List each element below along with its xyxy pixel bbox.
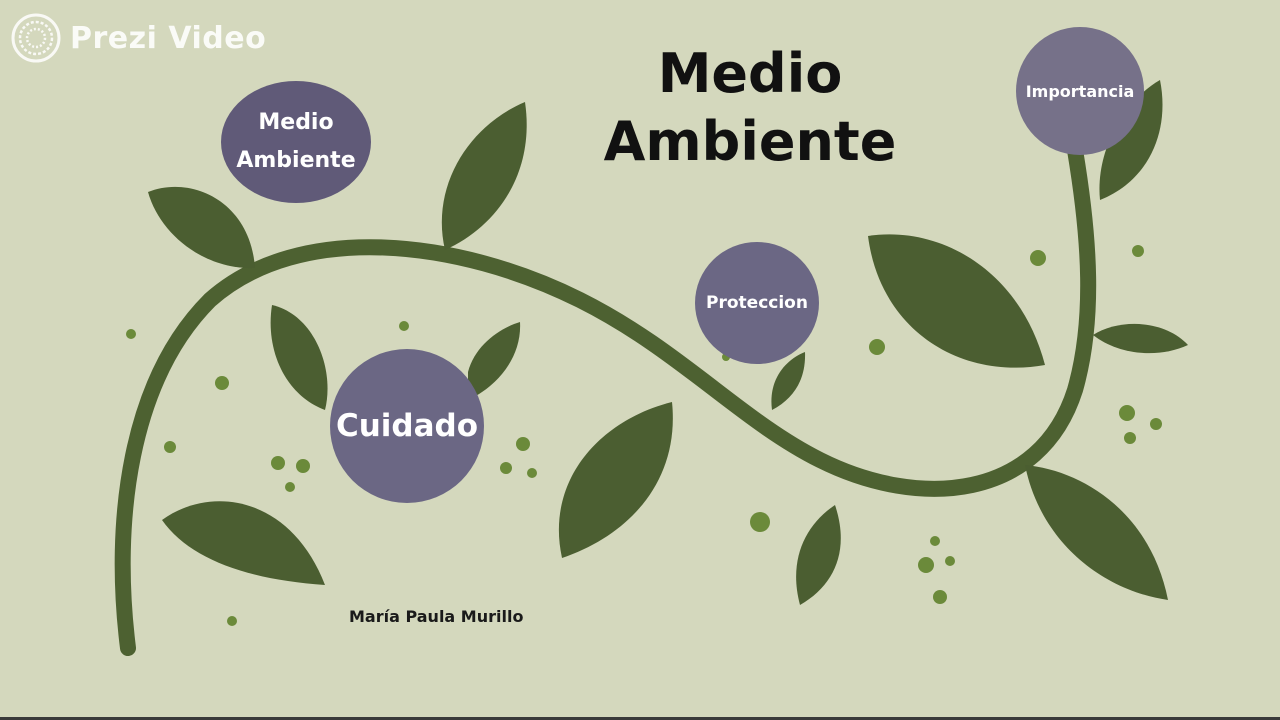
dot — [227, 616, 237, 626]
dot — [1132, 245, 1144, 257]
leaf — [148, 186, 255, 269]
leaf — [1025, 465, 1168, 600]
dot — [164, 441, 176, 453]
vine-stem — [114, 142, 1097, 656]
dot — [126, 329, 136, 339]
leaf — [771, 352, 806, 410]
topic-proteccion[interactable]: Proteccion — [695, 242, 819, 364]
topic-label-line-2: Ambiente — [236, 148, 356, 173]
prezi-spiral-icon — [11, 13, 61, 63]
dot — [933, 590, 947, 604]
dot — [215, 376, 229, 390]
bottom-border — [0, 717, 1280, 720]
leaf — [868, 234, 1045, 368]
topic-medio-ambiente[interactable]: Medio Ambiente — [221, 81, 371, 203]
leaf — [441, 102, 527, 250]
dot — [1124, 432, 1136, 444]
dot — [271, 456, 285, 470]
leaf — [270, 305, 328, 410]
leaf — [468, 322, 521, 400]
dot — [918, 557, 934, 573]
dot — [285, 482, 295, 492]
author-name: María Paula Murillo — [349, 607, 524, 626]
dot — [500, 462, 512, 474]
prezi-video-watermark: Prezi Video — [10, 12, 266, 64]
dot — [869, 339, 885, 355]
title-line-1: Medio — [657, 42, 843, 105]
slide-title: Medio Ambiente — [560, 40, 940, 176]
topic-label-line-1: Medio — [258, 110, 334, 135]
dot — [399, 321, 409, 331]
leaf — [162, 501, 325, 585]
dot — [1030, 250, 1046, 266]
leaf — [558, 402, 673, 558]
dot — [296, 459, 310, 473]
dot — [1119, 405, 1135, 421]
title-line-2: Ambiente — [603, 110, 897, 173]
dot — [750, 512, 770, 532]
leaf — [1099, 80, 1163, 200]
dot — [1150, 418, 1162, 430]
brand-name: Prezi Video — [70, 20, 267, 56]
topic-label: Proteccion — [706, 293, 808, 313]
topic-label: Importancia — [1025, 81, 1135, 101]
topic-cuidado[interactable]: Cuidado — [330, 349, 484, 503]
topic-importancia[interactable]: Importancia — [1016, 27, 1144, 155]
dot — [516, 437, 530, 451]
dot — [527, 468, 537, 478]
leaf — [1093, 323, 1188, 354]
topic-label: Cuidado — [335, 408, 479, 444]
dot — [945, 556, 955, 566]
dot — [930, 536, 940, 546]
leaf — [796, 505, 841, 605]
